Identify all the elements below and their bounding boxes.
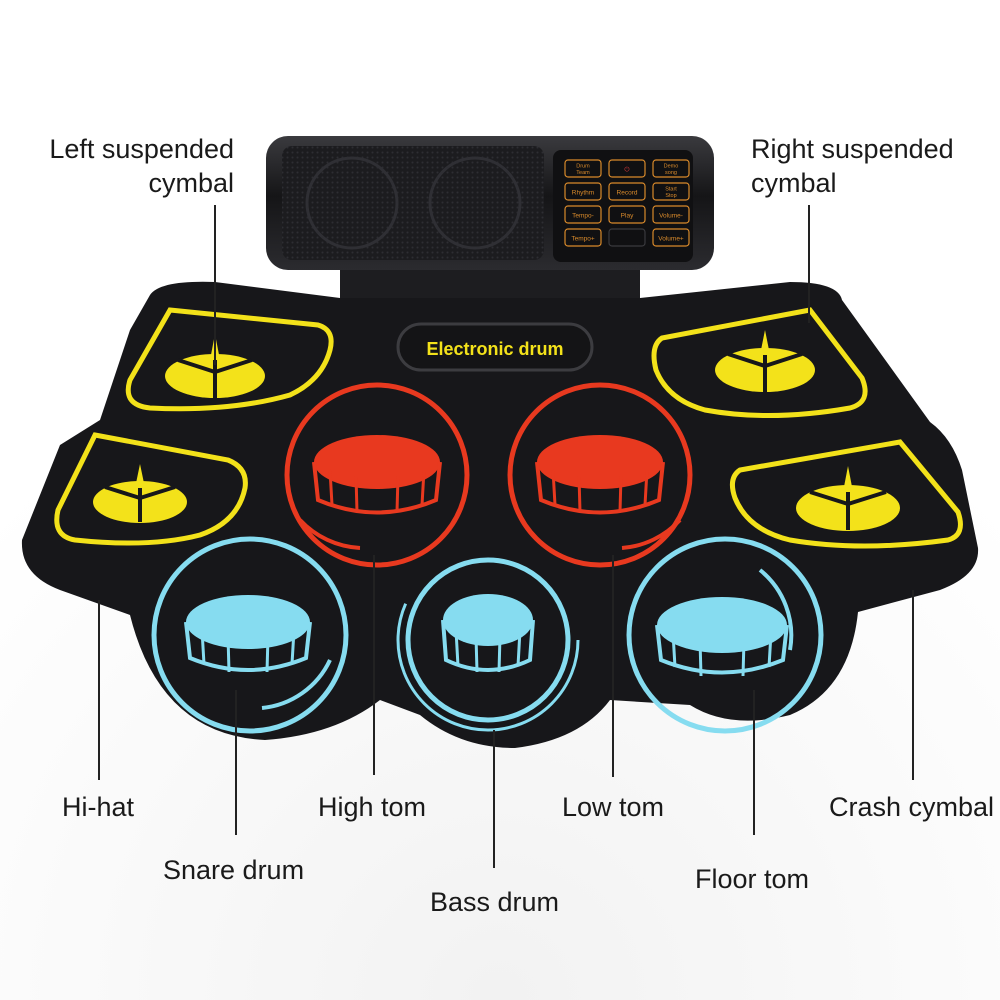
- brand-badge: Electronic drum: [396, 322, 594, 372]
- label-low-tom: Low tom: [562, 792, 665, 822]
- panel-button-label: Team: [576, 170, 590, 176]
- cymbal-icon: [715, 330, 815, 392]
- label-right-suspended-cymbal-line2: cymbal: [751, 168, 837, 198]
- callout-line-crash-cymbal: [912, 590, 914, 780]
- callout-line-hi-hat: [98, 600, 100, 780]
- panel-button-label: Stop: [665, 193, 676, 199]
- bass-drum-pad[interactable]: [396, 548, 580, 732]
- panel-button[interactable]: Play: [608, 205, 646, 224]
- panel-button-label: Play: [621, 213, 634, 220]
- panel-button-label: Tempo-: [572, 213, 594, 220]
- high-tom-pad[interactable]: [284, 382, 470, 568]
- drum-icon: [655, 597, 789, 677]
- cymbal-icon: [796, 466, 900, 531]
- drum-icon: [535, 435, 665, 515]
- cymbal-icon: [93, 464, 187, 523]
- panel-button-label: Start: [665, 187, 677, 193]
- drum-icon: [312, 435, 442, 515]
- panel-button-label: Record: [617, 190, 638, 197]
- floor-tom-pad[interactable]: [626, 536, 824, 734]
- label-left-suspended-cymbal: Left suspended cymbal: [40, 132, 234, 200]
- panel-button-label: Drum: [576, 164, 590, 170]
- panel-button-label: Tempo+: [571, 236, 595, 243]
- panel-button-label: ⏻: [624, 167, 629, 174]
- brand-label: Electronic drum: [426, 339, 563, 359]
- crash-cymbal-pad[interactable]: [729, 439, 963, 549]
- panel-button[interactable]: Record: [608, 182, 646, 201]
- label-hi-hat: Hi-hat: [62, 792, 135, 822]
- panel-button-label: Demo: [664, 164, 679, 170]
- drum-icon: [441, 594, 535, 673]
- panel-button[interactable]: ⏻: [608, 159, 646, 178]
- panel-button-label: Volume-: [659, 213, 683, 220]
- callout-line-right-suspended-cymbal: [808, 205, 810, 323]
- snare-drum-pad[interactable]: [151, 536, 349, 734]
- label-right-suspended-cymbal: Right suspended cymbal: [751, 132, 954, 200]
- label-left-suspended-cymbal-line2: cymbal: [148, 168, 234, 198]
- label-left-suspended-cymbal-line1: Left suspended: [49, 134, 234, 164]
- label-floor-tom: Floor tom: [695, 864, 810, 894]
- panel-button[interactable]: Tempo+: [564, 228, 602, 247]
- callout-line-snare-drum: [235, 690, 237, 835]
- panel-button-label: Rhythm: [572, 190, 594, 197]
- panel-button[interactable]: Volume-: [652, 205, 690, 224]
- callout-line-high-tom: [373, 555, 375, 775]
- low-tom-pad[interactable]: [507, 382, 693, 568]
- speaker-left: [305, 156, 399, 250]
- panel-button-label: Volume+: [658, 236, 684, 243]
- panel-button[interactable]: Volume+: [652, 228, 690, 247]
- label-right-suspended-cymbal-line1: Right suspended: [751, 134, 954, 164]
- label-crash-cymbal: Crash cymbal: [829, 792, 995, 822]
- panel-button[interactable]: Tempo-: [564, 205, 602, 224]
- panel-button[interactable]: Rhythm: [564, 182, 602, 201]
- hi-hat-pad[interactable]: [54, 432, 248, 546]
- callout-line-low-tom: [612, 555, 614, 777]
- drum-icon: [184, 595, 312, 673]
- label-high-tom: High tom: [318, 792, 427, 822]
- callout-line-left-suspended-cymbal: [214, 205, 216, 365]
- panel-button[interactable]: [608, 228, 646, 247]
- callout-line-floor-tom: [753, 690, 755, 835]
- panel-button-label: song: [665, 170, 677, 176]
- label-bass-drum: Bass drum: [430, 887, 560, 917]
- callout-line-bass-drum: [493, 730, 495, 868]
- speaker-right: [428, 156, 522, 250]
- label-snare-drum: Snare drum: [163, 855, 305, 885]
- right-suspended-cymbal-pad[interactable]: [651, 307, 868, 419]
